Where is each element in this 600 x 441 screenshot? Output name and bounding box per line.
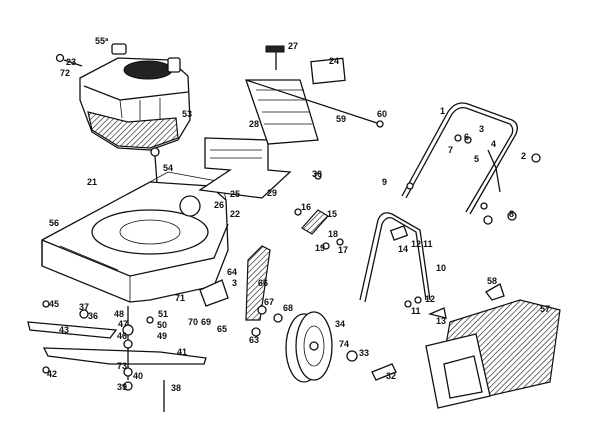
- part-number-39: 39: [117, 382, 128, 392]
- rear-flap: [245, 45, 381, 145]
- part-number-15: 15: [327, 209, 338, 219]
- part-number-68: 68: [283, 303, 294, 313]
- screw-72: [63, 59, 83, 67]
- part-number-51: 51: [158, 309, 169, 319]
- lower-handle: [359, 212, 431, 303]
- chute-flap: [199, 279, 229, 307]
- part-number-26: 26: [214, 200, 225, 210]
- chute: [245, 245, 271, 321]
- part-number-30: 30: [312, 169, 323, 179]
- part-number-28: 28: [249, 119, 260, 129]
- part-number-34: 34: [335, 319, 346, 329]
- part-number-63: 63: [249, 335, 260, 345]
- part-number-27: 27: [288, 41, 299, 51]
- part-number-7: 7: [448, 145, 454, 155]
- part-number-47: 47: [118, 319, 129, 329]
- part-number-46: 46: [117, 331, 128, 341]
- part-number-64: 64: [227, 267, 238, 277]
- part-number-42: 42: [47, 369, 58, 379]
- part-number-19: 19: [315, 243, 326, 253]
- part-number-21: 21: [87, 177, 98, 187]
- part-number-22: 22: [230, 209, 241, 219]
- part-number-50: 50: [157, 320, 168, 330]
- part-number-69: 69: [201, 317, 212, 327]
- part-number-57: 57: [540, 304, 551, 314]
- part-number-12b: 12: [425, 294, 436, 304]
- blade: [27, 306, 207, 412]
- part-number-13: 13: [436, 316, 447, 326]
- part-number-29: 29: [267, 188, 278, 198]
- part-number-3: 3: [479, 124, 485, 134]
- part-number-14: 14: [398, 244, 409, 254]
- part-number-55: 55ª: [95, 36, 109, 46]
- part-number-71: 71: [175, 293, 186, 303]
- part-number-25: 25: [230, 189, 241, 199]
- part-number-56: 56: [49, 218, 60, 228]
- part-number-9: 9: [382, 177, 388, 187]
- part-number-60: 60: [377, 109, 388, 119]
- part-number-18: 18: [328, 229, 339, 239]
- part-number-32: 32: [386, 371, 397, 381]
- grass-catcher: [425, 299, 561, 409]
- part-number-66: 66: [258, 278, 269, 288]
- part-number-24: 24: [329, 56, 340, 66]
- part-number-59: 59: [336, 114, 347, 124]
- part-number-12a: 12: [411, 239, 422, 249]
- part-number-70: 70: [188, 317, 199, 327]
- part-number-11a: 11: [423, 239, 433, 249]
- part-number-58: 58: [487, 276, 498, 286]
- part-number-10: 10: [436, 263, 447, 273]
- part-number-40: 40: [133, 371, 144, 381]
- part-number-41: 41: [177, 347, 188, 357]
- part-number-54: 54: [163, 163, 174, 173]
- part-number-8: 8: [509, 209, 515, 219]
- part-number-2: 2: [521, 151, 527, 161]
- part-number-33: 33: [359, 348, 370, 358]
- part-number-6: 6: [464, 132, 470, 142]
- part-number-3b: 3: [232, 278, 238, 288]
- part-number-48: 48: [114, 309, 125, 319]
- fasteners: [42, 120, 541, 391]
- rear-wheel: [285, 311, 333, 383]
- part-number-16: 16: [301, 202, 312, 212]
- part-number-67: 67: [264, 297, 275, 307]
- part-number-17: 17: [338, 245, 349, 255]
- part-number-45: 45: [49, 299, 60, 309]
- bracket-plate: [198, 137, 292, 199]
- part-number-1: 1: [440, 106, 446, 116]
- part-number-23: 23: [66, 57, 77, 67]
- part-number-11b: 11: [411, 306, 421, 316]
- part-number-73: 73: [117, 361, 128, 371]
- part-number-37: 37: [79, 302, 90, 312]
- part-number-4: 4: [491, 139, 497, 149]
- mower-deck: [41, 171, 229, 303]
- part-number-38: 38: [171, 383, 182, 393]
- height-lever: [301, 209, 329, 235]
- part-number-5: 5: [474, 154, 480, 164]
- part-number-43: 43: [59, 325, 70, 335]
- engine: [79, 43, 191, 197]
- part-number-53: 53: [182, 109, 193, 119]
- part-number-36: 36: [88, 311, 99, 321]
- upper-handle: [401, 102, 518, 215]
- part-number-49: 49: [157, 331, 168, 341]
- screw-head-72: [55, 53, 65, 63]
- part-number-72: 72: [60, 68, 71, 78]
- part-number-74: 74: [339, 339, 350, 349]
- part-number-65: 65: [217, 324, 228, 334]
